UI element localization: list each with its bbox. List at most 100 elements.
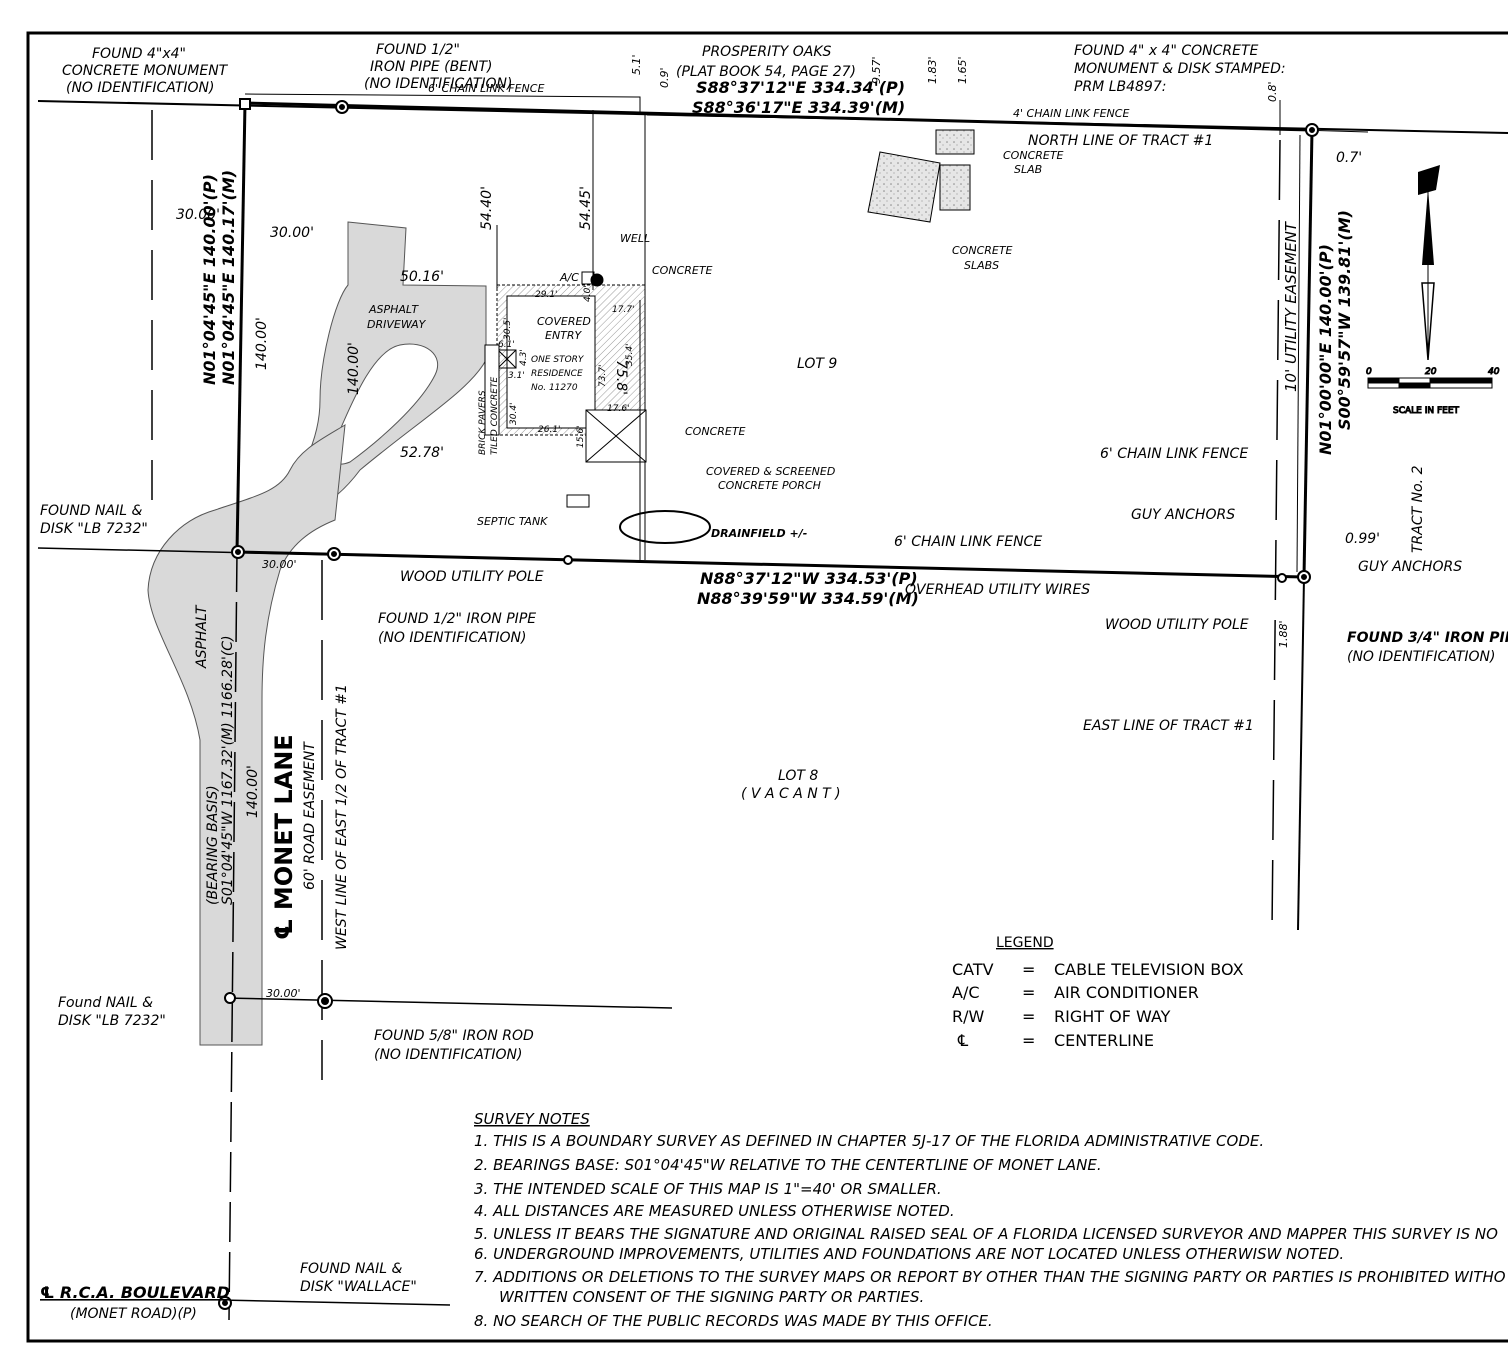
dim-15-6: 15.6' [576,425,586,448]
legend-abbr-cl: ℄ [957,1031,969,1050]
boundary-lines [37,100,1508,1321]
asphalt-driveway-label-2: DRIVEWAY [367,318,427,331]
screened-porch-label-1: COVERED & SCREENED [706,465,835,478]
dim-26-1: 26.1' [538,425,561,435]
dim-9-57: 9.57' [870,56,883,84]
scale-tick-40: 40 [1488,367,1500,377]
pipe-sw-label-1: FOUND 1/2" IRON PIPE [378,611,536,627]
dim-73-7: 73.7' [598,364,608,387]
pipe-nw-label-2: IRON PIPE (BENT) [370,59,493,75]
pipe-nw-label-3: (NO IDENTIFICATION) [364,76,512,92]
residence-label-1: ONE STORY [531,355,585,365]
asphalt-island [332,343,438,465]
dim-52-78: 52.78' [400,445,444,461]
rod-sw-label-2: (NO IDENTIFICATION) [374,1047,522,1063]
legend-eq-cl: = [1022,1031,1035,1050]
west-line-label: WEST LINE OF EAST 1/2 OF TRACT #1 [334,684,350,950]
legend-meaning-rw: RIGHT OF WAY [1054,1007,1171,1026]
north-line-label: NORTH LINE OF TRACT #1 [1028,133,1213,149]
asphalt-road-shape [147,424,346,1046]
fence-4-label: 4' CHAIN LINK FENCE [1013,107,1129,120]
utility-easement-label: 10' UTILITY EASEMENT [1282,220,1300,392]
survey-note-8: 8. NO SEARCH OF THE PUBLIC RECORDS WAS M… [474,1312,993,1330]
dim-17-7: 17.7' [612,305,635,315]
dim-30-4: 30.4' [509,402,519,425]
concrete-slab-label-1: CONCRETE [1003,149,1064,162]
legend-eq-ac: = [1022,983,1035,1002]
tract-2-label: TRACT No. 2 [1410,465,1426,553]
concrete-slab-label-2: SLAB [1014,163,1042,176]
legend-meaning-cl: CENTERLINE [1054,1031,1154,1050]
pipe-se-label-2: (NO IDENTIFICATION) [1347,649,1495,665]
nail-sw-label-1: Found NAIL & [58,995,153,1011]
dim-3-1: 3.1' [508,371,525,381]
dim-1-88: 1.88' [1277,620,1290,648]
wood-pole-e-label: WOOD UTILITY POLE [1105,617,1249,633]
survey-note-7: 7. ADDITIONS OR DELETIONS TO THE SURVEY … [474,1268,1506,1286]
lot-8-label: LOT 8 [778,768,818,784]
dim-0-7: 0.7' [1336,150,1362,166]
dim-4-3: 4.3' [519,349,529,366]
monument-nw-label-1: FOUND 4"x4" [92,46,186,62]
brick-pavers-label-2: TILED CONCRETE [490,377,500,455]
scale-tick-0: 0 [1366,367,1372,377]
survey-note-4: 4. ALL DISTANCES ARE MEASURED UNLESS OTH… [474,1202,955,1220]
road-easement: 60' ROAD EASEMENT [302,741,318,890]
monument-nw-label-2: CONCRETE MONUMENT [62,63,229,79]
dim-0-8: 0.8' [1266,81,1279,102]
monument-ne-label-2: MONUMENT & DISK STAMPED: [1074,61,1286,77]
legend-eq-rw: = [1022,1007,1035,1026]
east-line-label: EAST LINE OF TRACT #1 [1083,718,1254,734]
survey-note-6: 6. UNDERGROUND IMPROVEMENTS, UTILITIES A… [474,1245,1344,1263]
legend: LEGEND CATV = CABLE TELEVISION BOX A/C =… [952,935,1244,1050]
covered-entry-label-2: ENTRY [545,329,583,342]
nail-wallace-label-2: DISK "WALLACE" [300,1279,417,1295]
nail-wallace-label-1: FOUND NAIL & [300,1261,402,1277]
north-arrow [1418,165,1440,361]
survey-note-7b: WRITTEN CONSENT OF THE SIGNING PARTY OR … [499,1288,924,1306]
drawing-frame [26,31,1508,1343]
dim-0-9: 0.9' [658,67,671,88]
monument-nw-label-3: (NO IDENTIFICATION) [66,80,214,96]
asphalt-label: ASPHALT [194,604,210,669]
dim-75-8: 75.8' [613,360,629,395]
west-bearing-measured: N01°04'45"E 140.17'(M) [219,170,238,385]
concrete-porch-label: CONCRETE [685,425,746,438]
nail-w-label-1: FOUND NAIL & [40,503,142,519]
residence-footprint [484,110,711,560]
bearing-basis-1: (BEARING BASIS) [205,785,221,905]
ac-label: A/C [559,271,579,284]
south-bearing-measured: N88°39'59"W 334.59'(M) [697,589,919,608]
survey-notes-title: SURVEY NOTES [474,1110,590,1128]
rod-sw-label-1: FOUND 5/8" IRON ROD [374,1028,534,1044]
dim-30-5: 30.5' [503,317,513,340]
screened-porch-label-2: CONCRETE PORCH [718,479,821,492]
callout-labels: FOUND 4"x4" CONCRETE MONUMENT (NO IDENTI… [40,42,1508,1322]
septic-label: SEPTIC TANK [477,515,548,528]
rca-blvd-1: ℄ R.C.A. BOULEVARD [40,1283,230,1302]
subdivision-name: PROSPERITY OAKS [702,44,832,60]
dim-4-0: 4.0' [583,285,593,302]
dim-140-c: 140.00' [245,765,261,818]
lot-8-vacant: ( V A C A N T ) [741,786,841,802]
subdivision-plat: (PLAT BOOK 54, PAGE 27) [676,64,856,80]
legend-eq-catv: = [1022,960,1035,979]
dim-54-40: 54.40' [479,186,495,230]
survey-notes: SURVEY NOTES 1. THIS IS A BOUNDARY SURVE… [474,1110,1506,1330]
pipe-se-label-1: FOUND 3/4" IRON PIPE [1347,630,1508,646]
scale-bar: 0 20 40 SCALE IN FEET [1366,367,1501,417]
concrete-slabs-label-2: SLABS [964,259,999,272]
survey-note-2: 2. BEARINGS BASE: S01°04'45"W RELATIVE T… [474,1156,1102,1174]
legend-title: LEGEND [996,935,1054,951]
legend-meaning-catv: CABLE TELEVISION BOX [1054,960,1244,979]
dim-35-4: 35.4' [625,343,635,366]
dim-30-d: 30.00' [266,987,301,1000]
covered-entry-label-1: COVERED [537,315,591,328]
dim-50-16: 50.16' [400,269,444,285]
road-name: ℄ MONET LANE [270,734,298,940]
rca-blvd-2: (MONET ROAD)(P) [70,1306,197,1322]
survey-note-3: 3. THE INTENDED SCALE OF THIS MAP IS 1"=… [474,1180,942,1198]
well-label: WELL [620,232,650,245]
dim-30-b: 30.00' [270,225,314,241]
dim-30-a: 30.00' [176,207,220,223]
